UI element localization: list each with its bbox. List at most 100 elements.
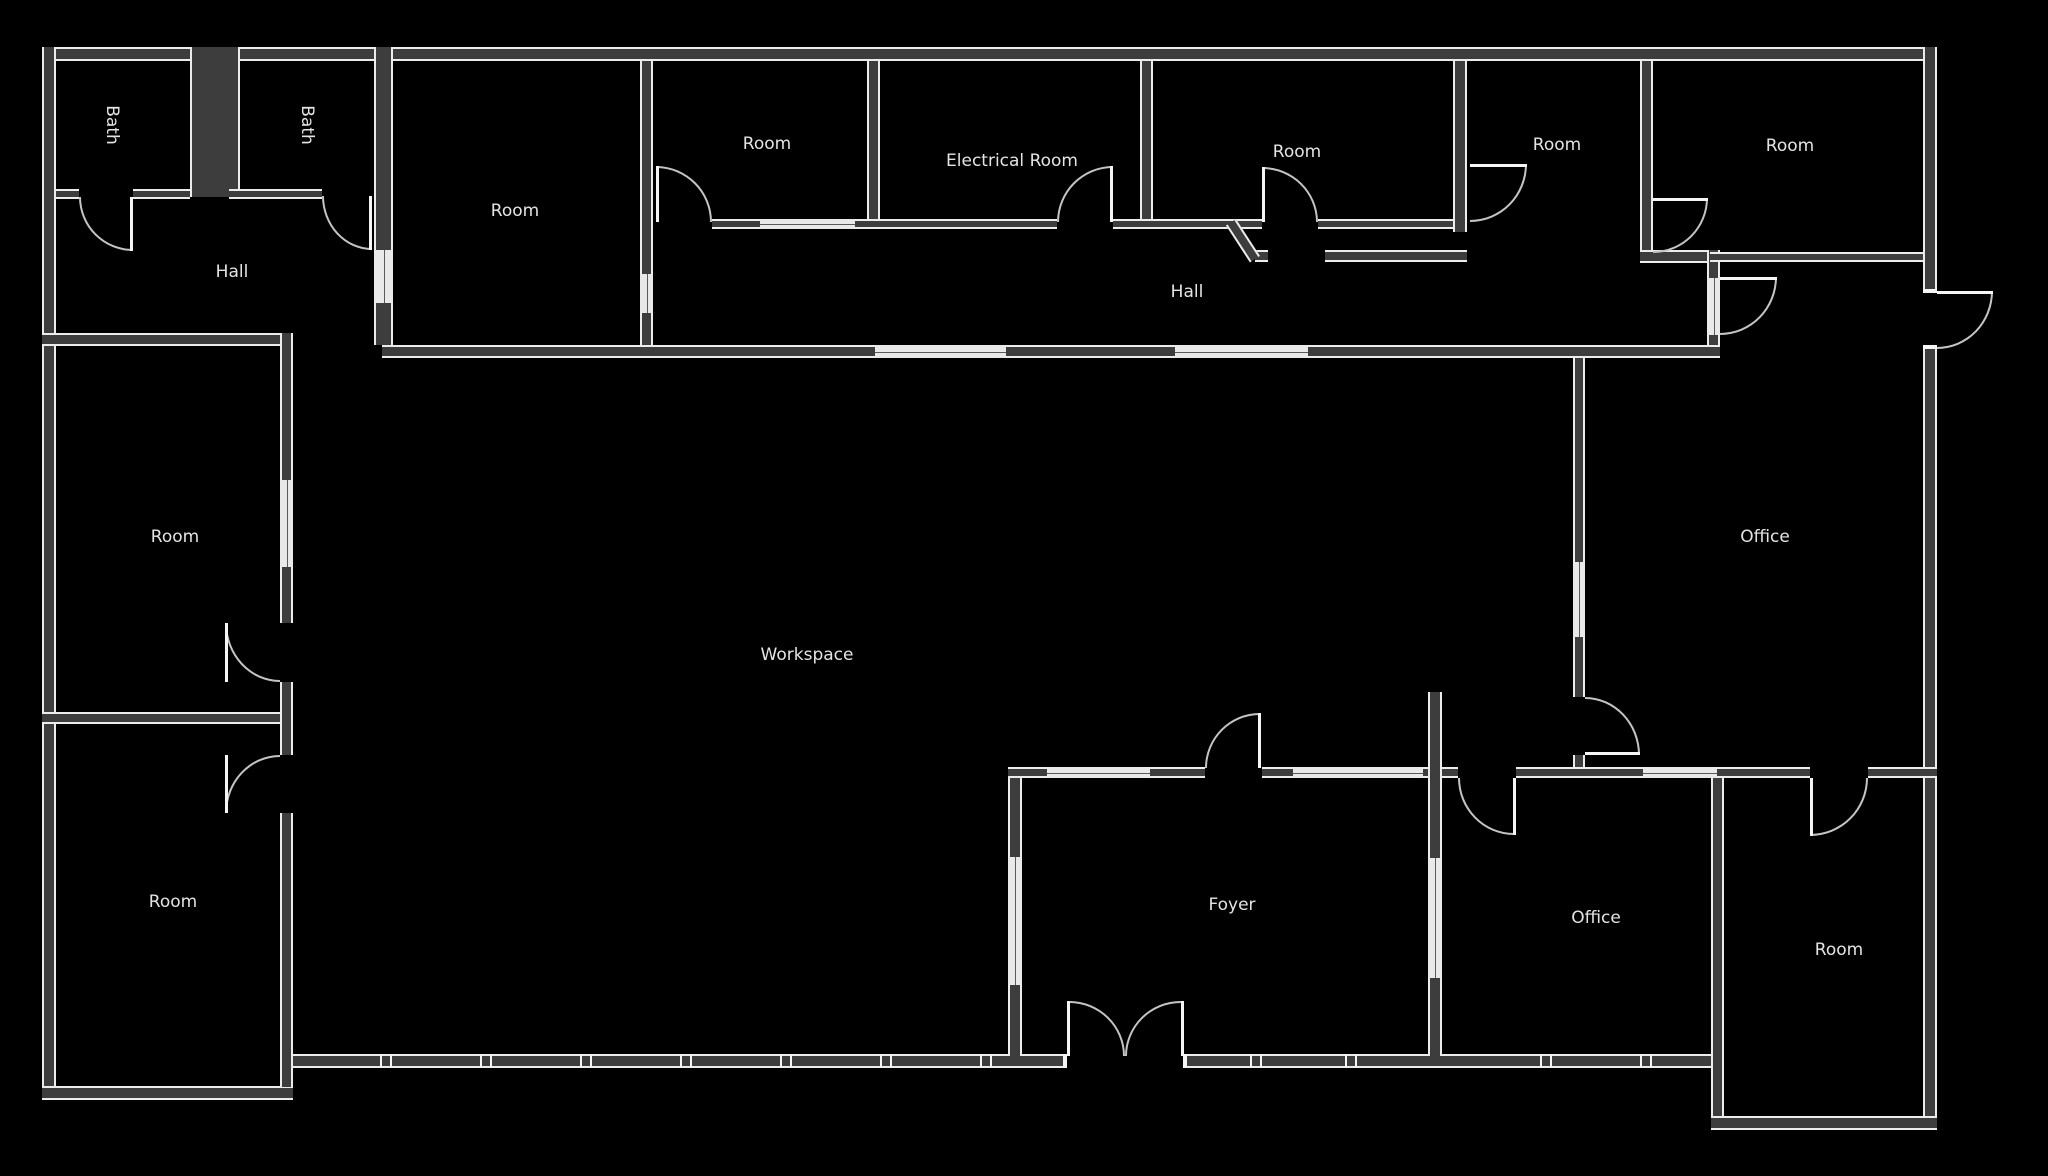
room-label-room-top-3: Room bbox=[1272, 142, 1322, 162]
room-bottom-right-door-leaf bbox=[1810, 778, 1813, 836]
window-mullion bbox=[1713, 278, 1715, 335]
bath1-door-arc bbox=[79, 197, 133, 251]
wall-segment bbox=[280, 333, 293, 480]
wall-segment bbox=[1262, 767, 1293, 778]
wall-segment bbox=[280, 682, 293, 755]
vestibule-office-door-leaf bbox=[1720, 277, 1777, 280]
wall-segment bbox=[190, 47, 240, 197]
room-label-room-left-bottom: Room bbox=[148, 892, 198, 912]
wall-segment bbox=[1723, 767, 1810, 778]
wall-segment bbox=[229, 189, 322, 199]
window-tick bbox=[980, 1054, 992, 1068]
wall-segment bbox=[1711, 767, 1724, 1130]
room-left-middle-door-arc bbox=[225, 623, 280, 682]
room-label-hall-corridor: Hall bbox=[1170, 282, 1204, 302]
room-label-room-top-4: Room bbox=[1532, 135, 1582, 155]
office-exterior-door-leaf bbox=[1937, 291, 1993, 294]
window bbox=[640, 274, 653, 313]
wall-segment bbox=[1113, 219, 1240, 229]
wall-segment bbox=[1240, 219, 1262, 229]
window bbox=[374, 250, 393, 303]
bath2-door-arc bbox=[322, 196, 372, 250]
wall-segment bbox=[1008, 985, 1022, 1056]
room-label-room-left-middle: Room bbox=[150, 527, 200, 547]
electrical-room-door-arc bbox=[1057, 166, 1113, 222]
wall-segment bbox=[1428, 978, 1442, 1056]
room-top-4-door-leaf bbox=[1470, 164, 1527, 167]
wall-segment bbox=[56, 189, 79, 199]
wall-segment bbox=[1923, 47, 1937, 293]
wall-segment bbox=[1318, 219, 1453, 229]
room-label-workspace: Workspace bbox=[760, 645, 854, 665]
wall-segment bbox=[1453, 61, 1467, 232]
bath1-door-leaf bbox=[130, 197, 133, 251]
room-top-3-door-arc bbox=[1262, 167, 1318, 222]
window-tick bbox=[480, 1054, 492, 1068]
window-tick bbox=[680, 1054, 692, 1068]
wall-segment bbox=[1711, 1116, 1937, 1130]
wall-segment bbox=[280, 567, 293, 623]
window-tick bbox=[880, 1054, 892, 1068]
room-label-room-top-2: Room bbox=[742, 134, 792, 154]
window-tick bbox=[580, 1054, 592, 1068]
room-label-office-bottom: Office bbox=[1571, 908, 1621, 928]
window-mullion bbox=[1175, 351, 1308, 353]
wall-segment bbox=[42, 47, 1937, 61]
room-top-4-door-arc bbox=[1470, 164, 1527, 222]
wall-segment bbox=[42, 1086, 293, 1100]
wall-segment bbox=[42, 712, 293, 724]
window-mullion bbox=[383, 250, 385, 303]
window bbox=[760, 219, 855, 229]
window bbox=[1428, 858, 1442, 978]
window bbox=[875, 345, 1006, 358]
window-tick bbox=[780, 1054, 792, 1068]
wall-segment bbox=[1006, 345, 1175, 358]
window-tick bbox=[1640, 1054, 1652, 1068]
wall-segment bbox=[1428, 692, 1442, 858]
foyer-workspace-door-arc bbox=[1205, 713, 1260, 768]
window-mullion bbox=[1293, 772, 1423, 774]
office-exterior-door-arc bbox=[1937, 291, 1993, 349]
window-tick bbox=[380, 1054, 392, 1068]
window bbox=[280, 480, 293, 567]
room-left-bottom-door-arc bbox=[225, 755, 280, 813]
wall-segment bbox=[1516, 767, 1643, 778]
wall-segment bbox=[1640, 61, 1653, 260]
window bbox=[1047, 767, 1150, 778]
window bbox=[1573, 562, 1585, 637]
window-mullion bbox=[286, 480, 288, 567]
window-mullion bbox=[1579, 562, 1580, 637]
room-left-middle-door-leaf bbox=[225, 623, 228, 682]
window-tick bbox=[1250, 1054, 1262, 1068]
wall-segment bbox=[280, 813, 293, 1087]
wall-segment bbox=[1140, 61, 1153, 219]
room-label-bath-top-left-2: Bath bbox=[297, 105, 317, 145]
wall-segment bbox=[1640, 250, 1707, 263]
wall-segment bbox=[640, 61, 653, 274]
room-label-bath-top-left-1: Bath bbox=[102, 105, 122, 145]
room-top-right-door-leaf bbox=[1653, 198, 1708, 201]
room-label-office-right: Office bbox=[1740, 527, 1790, 547]
foyer-entry-door-right-leaf bbox=[1181, 1001, 1184, 1056]
window-mullion bbox=[1643, 772, 1717, 774]
door-jamb-cap bbox=[1183, 1054, 1187, 1068]
foyer-entry-door-left-arc bbox=[1069, 1001, 1125, 1056]
wall-segment bbox=[1308, 345, 1720, 358]
window-mullion bbox=[1435, 858, 1436, 978]
wall-segment bbox=[382, 345, 875, 358]
door-jamb-cap bbox=[1923, 289, 1937, 293]
room-top-right-door-arc bbox=[1653, 198, 1708, 253]
wall-segment bbox=[42, 47, 56, 1100]
window bbox=[1293, 767, 1423, 778]
door-jamb-cap bbox=[1063, 1054, 1067, 1068]
window bbox=[1707, 278, 1720, 335]
room-top-2-door-arc bbox=[656, 166, 712, 222]
electrical-room-door-leaf bbox=[1110, 166, 1113, 222]
wall-segment bbox=[1923, 347, 1937, 1130]
window bbox=[1008, 857, 1022, 985]
bath2-door-leaf bbox=[369, 196, 372, 250]
room-label-room-bottom-right: Room bbox=[1814, 940, 1864, 960]
office-bottom-door-leaf bbox=[1513, 778, 1516, 835]
room-label-room-top-large: Room bbox=[490, 201, 540, 221]
